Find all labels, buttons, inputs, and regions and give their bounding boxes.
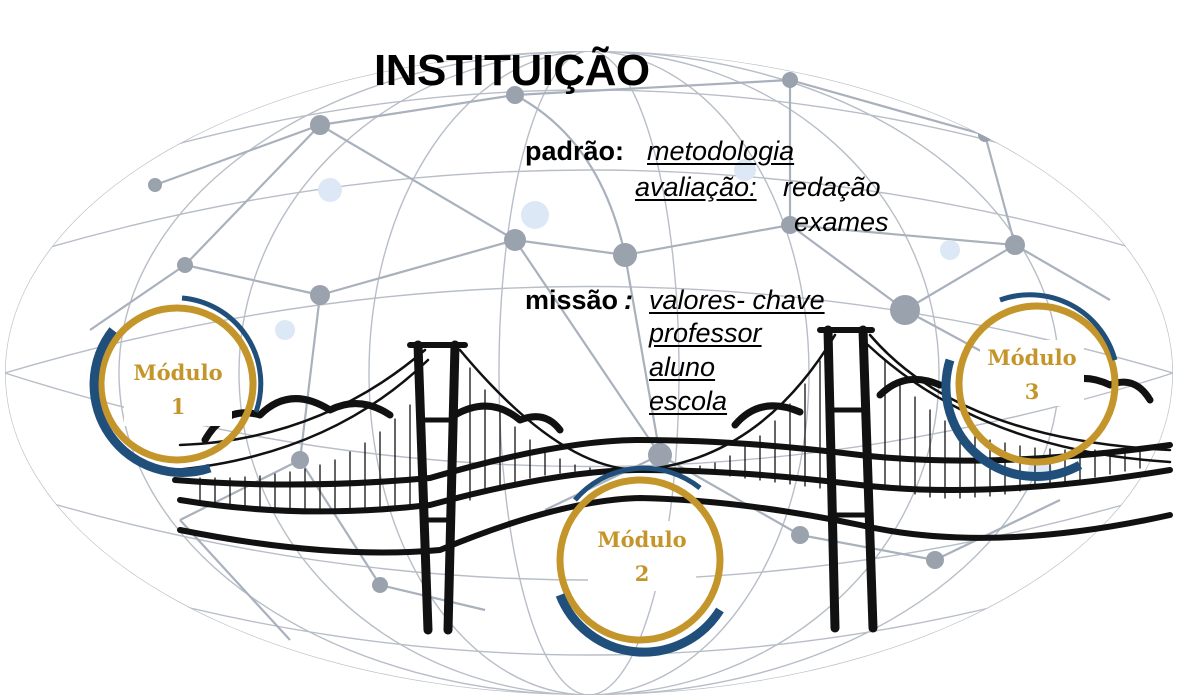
- module-3-label-bg: [980, 340, 1084, 406]
- network-globe: [5, 51, 1173, 695]
- network-nodes: [148, 72, 1025, 593]
- module-3-name: Módulo: [987, 345, 1077, 370]
- network-glow-nodes: [147, 159, 1052, 482]
- padrao-metodologia: metodologia: [647, 136, 795, 166]
- bridge-cables: [173, 333, 1172, 472]
- module-1-label-bg: [124, 354, 232, 426]
- avaliacao-label: avaliação:: [635, 172, 757, 202]
- padrao-label: padrão:: [525, 136, 625, 166]
- diagram-title: INSTITUIÇÃO: [374, 46, 650, 95]
- bridge-tower-right: [817, 325, 878, 633]
- avaliacao-item-redacao: redação: [783, 172, 881, 202]
- module-3-number: 3: [1024, 379, 1040, 404]
- missao-item-professor: professor: [649, 318, 762, 348]
- module-3-ring: [941, 292, 1119, 481]
- module-2-label-bg: [588, 521, 696, 591]
- missao-item-aluno: aluno: [649, 352, 716, 382]
- module-2-name: Módulo: [597, 527, 687, 552]
- module-2-number: 2: [634, 561, 650, 586]
- module-2-ring: [555, 465, 724, 657]
- module-2-label: Módulo 2: [589, 523, 695, 591]
- missao-label: missão: [525, 285, 619, 315]
- module-1-number: 1: [170, 394, 186, 419]
- module-3-label: Módulo 3: [979, 341, 1085, 409]
- module-1-ring: [89, 295, 264, 478]
- avaliacao-item-exames: exames: [794, 207, 889, 237]
- missao-item-escola: escola: [649, 386, 728, 416]
- module-1-label: Módulo 1: [125, 356, 231, 424]
- missao-colon: :: [624, 285, 633, 315]
- module-1-name: Módulo: [133, 360, 223, 385]
- bridge-tower-left: [407, 340, 468, 635]
- missao-item-valores: valores- chave: [649, 285, 825, 315]
